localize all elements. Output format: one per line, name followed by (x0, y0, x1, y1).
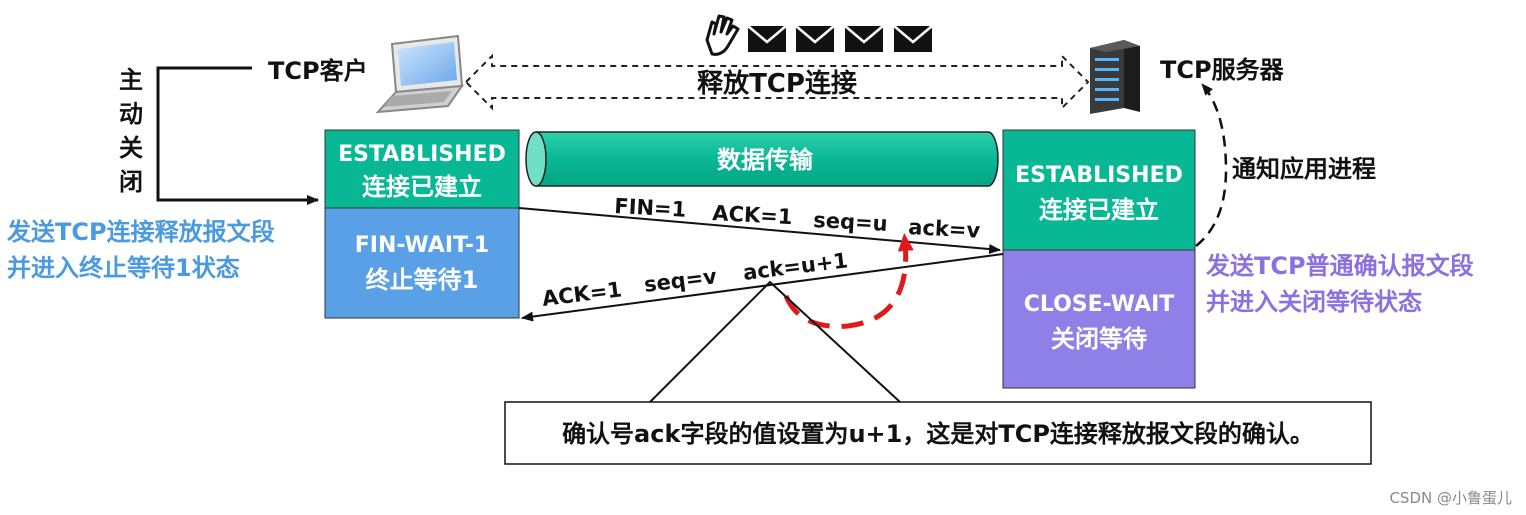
envelope-icon (844, 25, 884, 52)
ack-relation-arrow (783, 233, 914, 329)
svg-text:ESTABLISHED: ESTABLISHED (338, 142, 506, 167)
watermark: CSDN @小鲁蛋儿 (1389, 489, 1512, 507)
callout-pointer (649, 280, 901, 403)
client-label: TCP客户 (268, 57, 368, 85)
envelope-icon (893, 25, 933, 52)
client-fin-wait-box: FIN-WAIT-1 终止等待1 (324, 207, 520, 319)
server-label: TCP服务器 (1160, 56, 1285, 84)
svg-text:并进入关闭等待状态: 并进入关闭等待状态 (1206, 288, 1422, 316)
active-close-label: 主 动 关 闭 (119, 66, 143, 196)
svg-text:连接已建立: 连接已建立 (362, 173, 482, 201)
svg-text:seq=v: seq=v (643, 264, 719, 297)
svg-text:发送TCP连接释放报文段: 发送TCP连接释放报文段 (6, 218, 275, 246)
svg-text:关: 关 (119, 134, 143, 162)
pipe-label: 数据传输 (717, 146, 814, 174)
fin-segment-arrow (518, 207, 1001, 255)
fin-segment-labels: FIN=1 ACK=1 seq=u ack=v (614, 194, 981, 243)
ack-segment-arrow (521, 253, 1004, 322)
data-transfer-pipe (525, 131, 999, 187)
svg-text:ACK=1: ACK=1 (712, 201, 793, 229)
server-established-box: ESTABLISHED 连接已建立 (1002, 129, 1196, 251)
laptop-icon (375, 34, 465, 114)
svg-text:主: 主 (119, 66, 143, 94)
release-connection-arrow (464, 53, 1090, 111)
notify-app-label: 通知应用进程 (1232, 155, 1376, 183)
svg-text:连接已建立: 连接已建立 (1039, 196, 1159, 224)
client-established-box: ESTABLISHED 连接已建立 (324, 129, 520, 209)
release-label: 释放TCP连接 (697, 68, 857, 99)
svg-text:并进入终止等待1状态: 并进入终止等待1状态 (7, 254, 240, 282)
active-close-arrow (156, 66, 319, 205)
envelope-icon (795, 25, 835, 52)
svg-text:终止等待1: 终止等待1 (366, 266, 479, 294)
server-note: 发送TCP普通确认报文段 并进入关闭等待状态 (1205, 252, 1474, 316)
svg-text:发送TCP普通确认报文段: 发送TCP普通确认报文段 (1205, 252, 1474, 280)
envelope-icon (747, 25, 787, 52)
svg-text:seq=u: seq=u (813, 208, 888, 236)
server-icon (1090, 40, 1140, 114)
svg-text:动: 动 (119, 100, 143, 128)
notify-app-arrow (1195, 83, 1228, 247)
svg-text:闭: 闭 (119, 168, 143, 196)
svg-text:ack=u+1: ack=u+1 (742, 248, 849, 285)
svg-text:ESTABLISHED: ESTABLISHED (1015, 163, 1183, 188)
svg-text:FIN=1: FIN=1 (614, 194, 687, 222)
svg-text:关闭等待: 关闭等待 (1051, 325, 1147, 353)
callout-box: 确认号ack字段的值设置为u+1，这是对TCP连接释放报文段的确认。 (504, 401, 1372, 465)
client-note: 发送TCP连接释放报文段 并进入终止等待1状态 (6, 218, 275, 282)
svg-text:FIN-WAIT-1: FIN-WAIT-1 (355, 233, 489, 258)
svg-text:确认号ack字段的值设置为u+1，这是对TCP连接释放报文段: 确认号ack字段的值设置为u+1，这是对TCP连接释放报文段的确认。 (562, 420, 1314, 448)
server-close-wait-box: CLOSE-WAIT 关闭等待 (1002, 249, 1196, 389)
hand-wave-icon (705, 14, 740, 56)
svg-text:CLOSE-WAIT: CLOSE-WAIT (1024, 292, 1175, 317)
svg-text:ack=v: ack=v (908, 215, 981, 243)
